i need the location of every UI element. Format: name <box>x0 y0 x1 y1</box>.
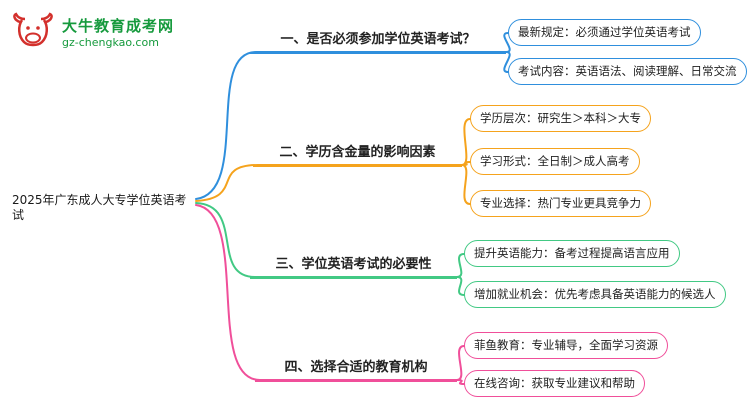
branch-1-child-2: 考试内容：英语语法、阅读理解、日常交流 <box>508 58 747 85</box>
branch-3-child-1: 提升英语能力：备考过程提高语言应用 <box>464 240 680 267</box>
root-node: 2025年广东成人大专学位英语考试 <box>12 193 187 222</box>
branch-2-child-2: 学习形式：全日制＞成人高考 <box>470 148 640 175</box>
site-logo[interactable]: 大牛教育成考网 gz-chengkao.com <box>10 12 174 56</box>
branch-2-label: 二、学历含金量的影响因素 <box>253 141 462 167</box>
branch-2-child-3: 专业选择：热门专业更具竞争力 <box>470 190 651 217</box>
bull-head-icon <box>10 12 56 56</box>
branch-4-label: 四、选择合适的教育机构 <box>255 356 457 382</box>
branch-1-label: 一、是否必须参加学位英语考试？ <box>250 28 506 54</box>
branch-1-child-1: 最新规定：必须通过学位英语考试 <box>508 19 701 46</box>
branch-3-label: 三、学位英语考试的必要性 <box>250 253 457 279</box>
branch-2-child-1: 学历层次：研究生＞本科＞大专 <box>470 105 651 132</box>
site-name: 大牛教育成考网 <box>62 17 175 36</box>
branch-4-child-1: 菲鱼教育：专业辅导，全面学习资源 <box>464 332 668 359</box>
branch-4-child-2: 在线咨询：获取专业建议和帮助 <box>464 370 645 397</box>
site-url: gz-chengkao.com <box>62 36 159 50</box>
branch-3-child-2: 增加就业机会：优先考虑具备英语能力的候选人 <box>464 281 726 308</box>
